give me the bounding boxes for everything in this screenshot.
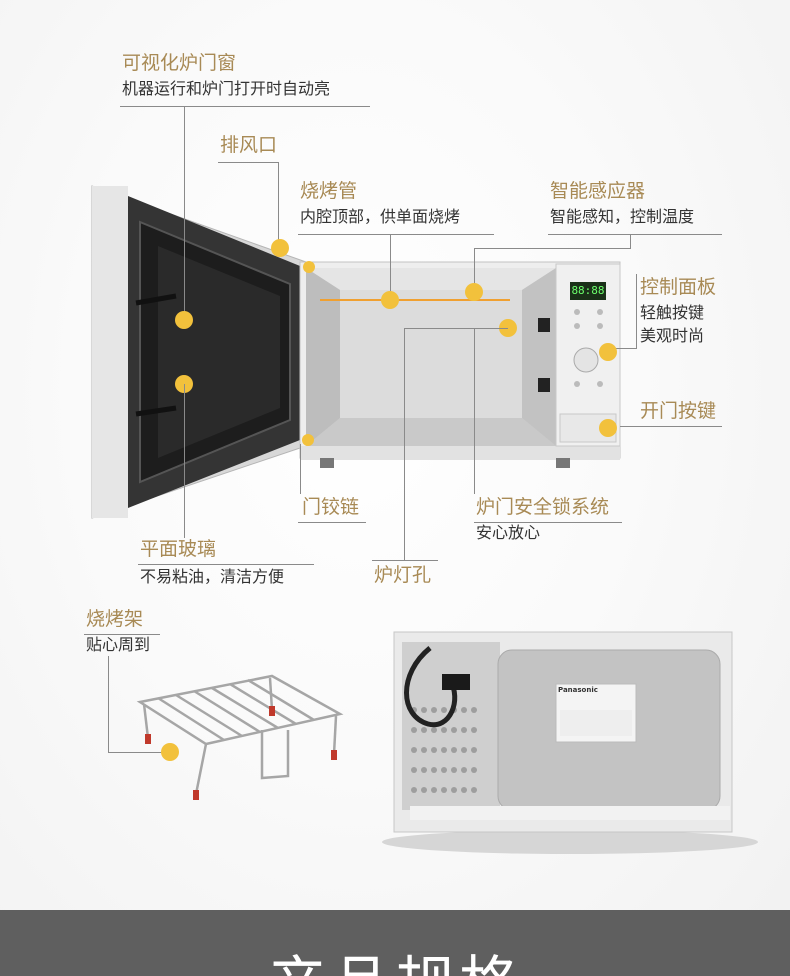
leader-line (474, 522, 622, 523)
marker-dot (599, 343, 617, 361)
callout-heater-desc: 内腔顶部，供单面烧烤 (300, 207, 461, 226)
callout-vent-title: 排风口 (220, 134, 278, 156)
baking-rack-illustration (136, 674, 344, 800)
marker-dot (302, 434, 314, 446)
section-header-band: 产品规格 (0, 910, 790, 976)
leader-line (184, 384, 185, 538)
marker-dot (499, 319, 517, 337)
microwave-illustration (91, 185, 621, 519)
callout-lock-desc: 安心放心 (476, 523, 541, 542)
marker-dot (599, 419, 617, 437)
callout-sensor-title: 智能感应器 (550, 180, 646, 202)
callout-glass-title: 平面玻璃 (140, 538, 217, 560)
leader-line (474, 248, 475, 292)
leader-line (636, 274, 637, 348)
callout-panel-desc-2: 美观时尚 (640, 326, 705, 345)
leader-line (298, 234, 494, 235)
callout-hinge-title: 门铰链 (302, 496, 360, 518)
callout-heater-title: 烧烤管 (300, 180, 358, 202)
marker-dot (161, 743, 179, 761)
leader-line (404, 328, 405, 560)
section-title: 产品规格 (0, 936, 790, 976)
leader-line (548, 234, 722, 235)
callout-sensor-desc: 智能感知，控制温度 (550, 207, 695, 226)
leader-line (390, 234, 391, 300)
callout-rack-title: 烧烤架 (86, 608, 144, 630)
leader-line (298, 522, 366, 523)
callout-window-desc: 机器运行和炉门打开时自动亮 (122, 79, 331, 98)
callout-rack-desc: 贴心周到 (86, 635, 151, 654)
leader-line (404, 328, 508, 329)
leader-line (84, 634, 160, 635)
marker-dot (303, 261, 315, 273)
leader-line (372, 560, 438, 561)
callout-glass-desc: 不易粘油，清洁方便 (140, 567, 285, 586)
leader-line (620, 426, 722, 427)
leader-line (630, 234, 631, 248)
leader-line (474, 328, 475, 494)
leader-line (278, 162, 279, 248)
leader-line (474, 248, 631, 249)
leader-line (120, 106, 370, 107)
marker-dot (175, 311, 193, 329)
microwave-door (91, 185, 307, 519)
leader-line (138, 564, 314, 565)
digital-display-readout: 88:88 (571, 284, 605, 297)
leader-line (108, 656, 109, 752)
back-brand-label: Panasonic (558, 686, 598, 694)
callout-open-button-title: 开门按键 (640, 400, 717, 422)
leader-line (300, 444, 301, 494)
microwave-back-view (382, 631, 758, 854)
leader-line (218, 162, 278, 163)
leader-line (608, 348, 637, 349)
marker-dot (271, 239, 289, 257)
callout-lamp-title: 炉灯孔 (374, 564, 432, 586)
marker-dot (465, 283, 483, 301)
callout-window-title: 可视化炉门窗 (122, 52, 237, 74)
callout-lock-title: 炉门安全锁系统 (476, 496, 610, 518)
leader-line (108, 752, 170, 753)
marker-dot (381, 291, 399, 309)
callout-panel-desc-1: 轻触按键 (640, 303, 705, 322)
leader-line (184, 106, 185, 320)
callout-panel-title: 控制面板 (640, 276, 717, 298)
